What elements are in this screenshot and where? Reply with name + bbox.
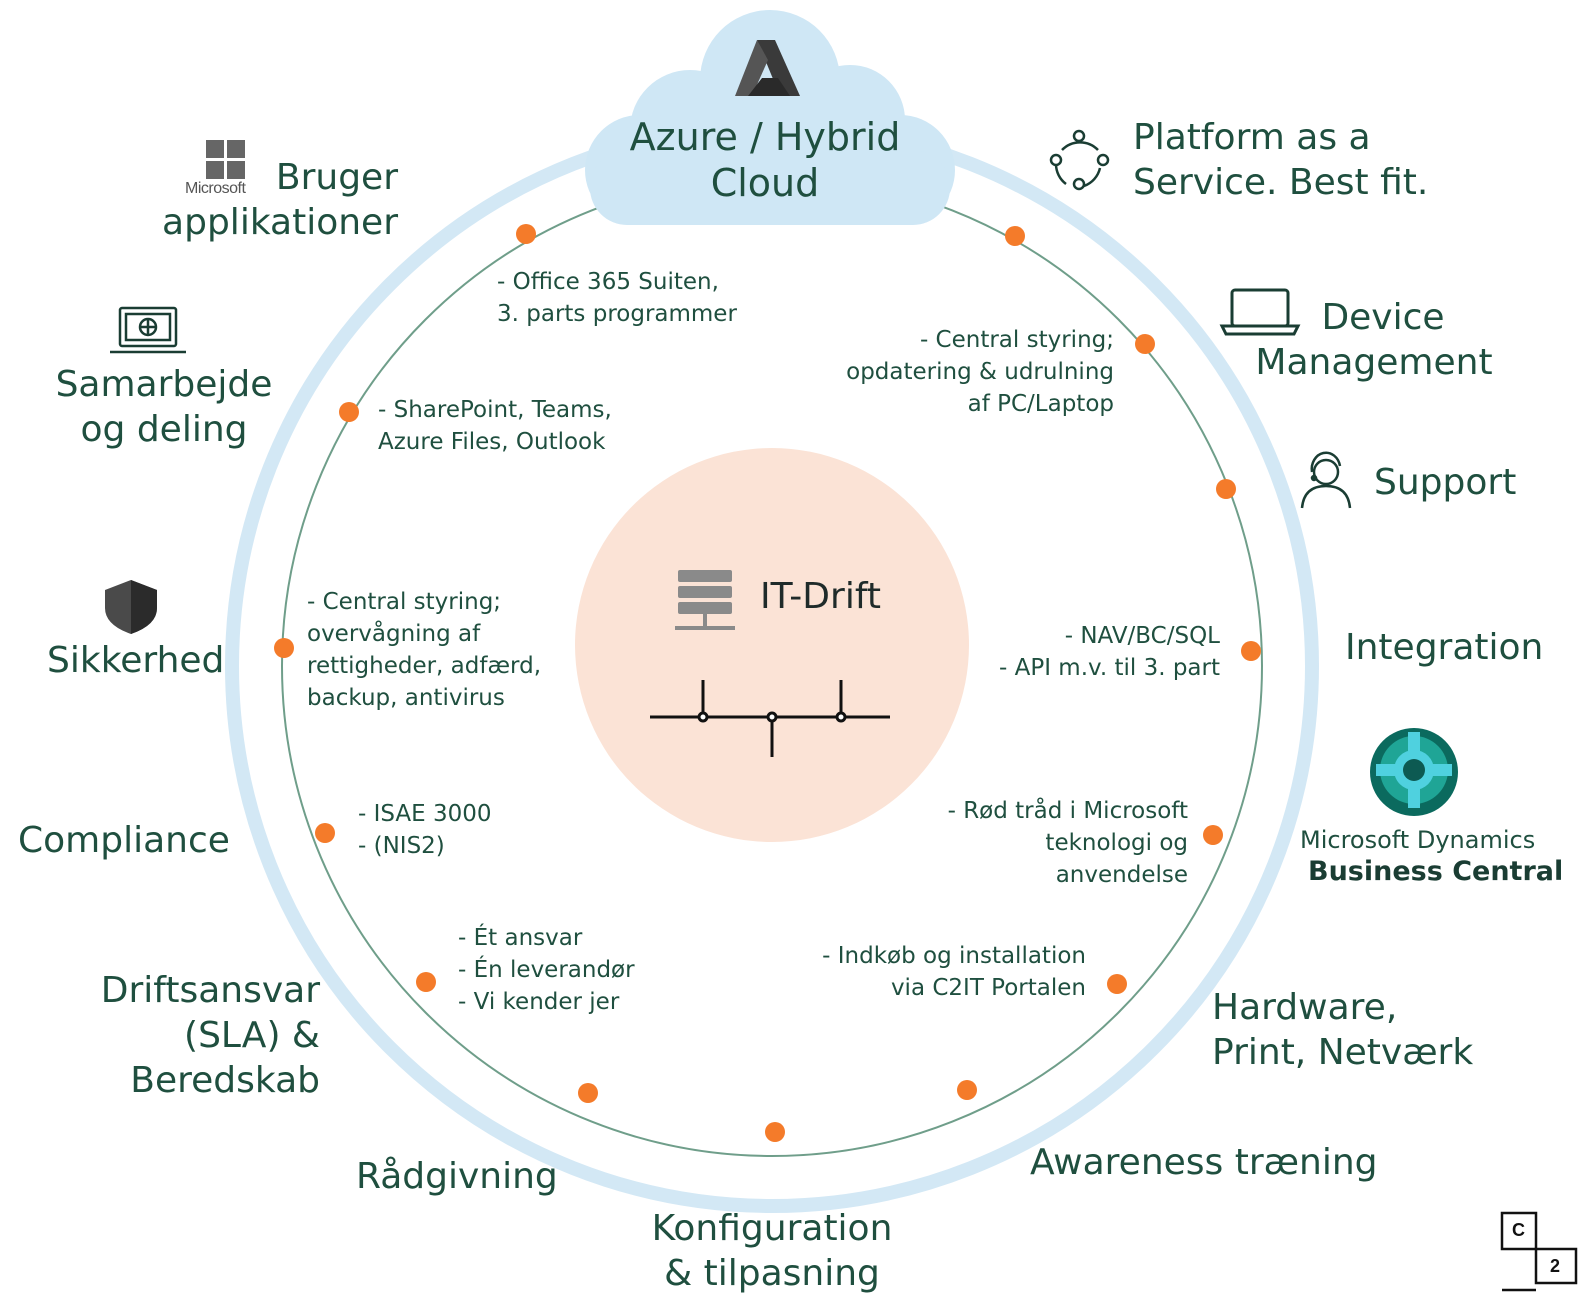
dot-nav [1241, 641, 1261, 661]
detail-sharepoint: - SharePoint, Teams, Azure Files, Outloo… [378, 397, 612, 455]
label-bruger-applikationer: Bruger applikationer [162, 157, 398, 243]
detail-office: - Office 365 Suiten, 3. parts programmer [497, 269, 737, 327]
server-icon [675, 570, 735, 630]
label-support: Support [1374, 462, 1517, 503]
detail-device: - Central styring; opdatering & udrulnin… [846, 327, 1114, 417]
label-platform: Platform as a Service. Best fit. [1133, 117, 1429, 203]
detail-nav: - NAV/BC/SQL - API m.v. til 3. part [998, 623, 1220, 681]
microsoft-wordmark: Microsoft [185, 180, 246, 197]
dot-platform [1005, 226, 1025, 246]
label-integration: Integration [1345, 627, 1544, 668]
dot-raadgivning [578, 1083, 598, 1103]
dot-awareness [957, 1080, 977, 1100]
label-awareness: Awareness træning [1030, 1142, 1378, 1183]
laptop-icon [1219, 288, 1301, 336]
network-icon [650, 680, 890, 757]
ring-dots [274, 224, 1261, 1142]
shield-icon [105, 580, 157, 634]
label-compliance: Compliance [18, 820, 230, 861]
logo-letter-c: C [1512, 1220, 1525, 1240]
center-title: IT-Drift [760, 576, 881, 617]
label-driftsansvar: Driftsansvar (SLA) & Beredskab [100, 970, 320, 1101]
dot-office [516, 224, 536, 244]
dot-microsoft [1203, 825, 1223, 845]
business-central-icon [1370, 728, 1458, 816]
azure-icon [735, 40, 800, 96]
c2it-logo [1500, 1211, 1578, 1292]
label-device-management: Device Management [1255, 297, 1493, 383]
dot-compliance [315, 823, 335, 843]
label-sikkerhed: Sikkerhed [47, 640, 225, 681]
dot-konfiguration [765, 1122, 785, 1142]
dot-sharepoint [339, 402, 359, 422]
platform-cycle-icon [1049, 129, 1110, 191]
cloud-label: Azure / Hybrid Cloud [629, 115, 901, 205]
detail-microsoft: - Rød tråd i Microsoft teknologi og anve… [947, 798, 1188, 888]
laptop-globe-icon [110, 306, 186, 354]
dot-indkoeb [1107, 974, 1127, 994]
detail-ansvar: - Ét ansvar - Én leverandør - Vi kender … [458, 925, 635, 1015]
microsoft-logo-icon [206, 140, 245, 179]
detail-indkoeb: - Indkøb og installation via C2IT Portal… [822, 943, 1086, 1001]
dot-support [1216, 479, 1236, 499]
label-samarbejde: Samarbejde og deling [55, 364, 273, 450]
bc-line2: Business Central [1308, 856, 1564, 887]
center-disc [575, 448, 969, 842]
dot-device [1135, 334, 1155, 354]
dot-ansvar [416, 972, 436, 992]
detail-security: - Central styring; overvågning af rettig… [307, 589, 542, 711]
logo-number-2: 2 [1550, 1256, 1561, 1276]
dot-security [274, 638, 294, 658]
support-headset-icon [1300, 451, 1352, 509]
label-raadgivning: Rådgivning [356, 1156, 558, 1197]
label-konfiguration: Konfiguration & tilpasning [651, 1208, 893, 1294]
bc-line1: Microsoft Dynamics [1300, 826, 1536, 854]
label-hardware: Hardware, Print, Netværk [1212, 987, 1474, 1073]
detail-compliance: - ISAE 3000 - (NIS2) [358, 801, 492, 859]
